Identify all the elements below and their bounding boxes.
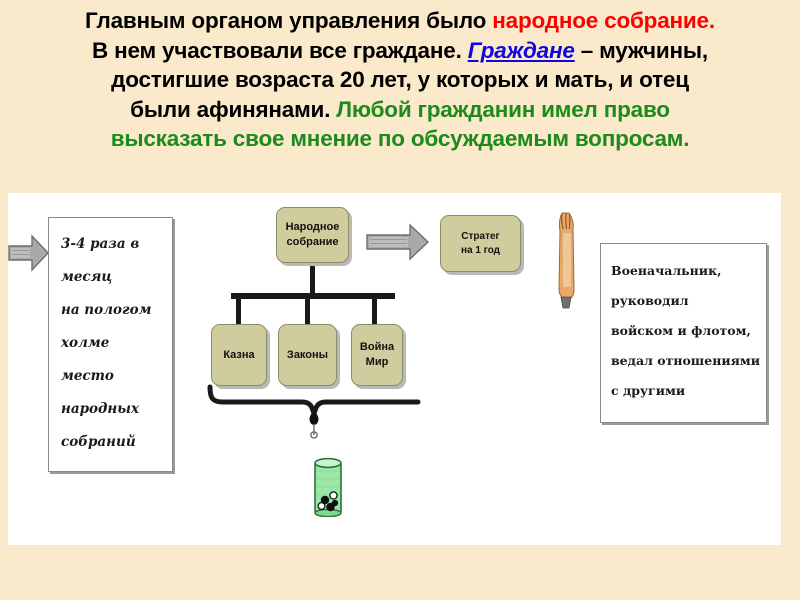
node-strategos[interactable]: Стратег на 1 год (440, 215, 521, 272)
connector-stub-war (372, 297, 377, 325)
header-seg: Главным органом управления было (85, 8, 493, 33)
node-label: Мир (365, 356, 389, 368)
node-laws[interactable]: Законы (278, 324, 337, 386)
strategos-duties-note: Военачальник, руководил войском и флотом… (600, 243, 767, 423)
arrow-to-schedule-note-icon (8, 234, 49, 272)
header-line-2: В нем участвовали все граждане. Граждане… (10, 36, 790, 66)
note-line: холме (61, 335, 110, 351)
lesson-text-block: Главным органом управления было народное… (0, 0, 800, 180)
connector-stub-laws (305, 297, 310, 325)
node-label: Стратег (461, 230, 500, 242)
note-line: 3-4 раза в (61, 236, 140, 252)
node-war-and-peace[interactable]: Война Мир (351, 324, 403, 386)
header-line-4: были афинянами. Любой гражданин имел пра… (10, 95, 790, 125)
arrow-to-strategos-icon (366, 223, 430, 261)
header-line-3: достигшие возраста 20 лет, у которых и м… (10, 65, 790, 95)
note-line: руководил (611, 293, 689, 308)
header-line-1: Главным органом управления было народное… (10, 6, 790, 36)
voting-urn-icon (314, 457, 342, 517)
note-line: на пологом (61, 302, 152, 318)
note-line: собраний (61, 434, 136, 450)
assembly-schedule-note: 3-4 раза в месяц на пологом холме место … (48, 217, 173, 472)
header-seg: достигшие возраста 20 лет, у которых и м… (111, 67, 689, 92)
node-treasury[interactable]: Казна (211, 324, 267, 386)
node-label: собрание (286, 236, 339, 248)
header-term-citizens: Граждане (467, 37, 575, 63)
note-line: народных (61, 401, 140, 417)
header-seg-highlight-green: высказать свое мнение по обсуждаемым воп… (110, 126, 690, 151)
note-line: месяц (61, 269, 113, 285)
diagram-canvas: 3-4 раза в месяц на пологом холме место … (8, 193, 781, 545)
node-label: Народное (285, 221, 340, 233)
header-line-5: высказать свое мнение по обсуждаемым воп… (10, 124, 790, 154)
note-line: войском и флотом, (611, 323, 751, 338)
header-seg: В нем участвовали все граждане. (92, 37, 468, 63)
header-seg: были афинянами. (130, 96, 337, 122)
brace-connector (207, 384, 421, 439)
connector-horizontal-bus (231, 293, 395, 299)
note-line: ведал отношениями (611, 353, 760, 368)
header-seg-highlight-red: народное собрание. (492, 8, 715, 33)
raised-hand-icon (558, 212, 575, 309)
node-label: Война (359, 341, 395, 353)
note-line: с другими (611, 383, 686, 398)
note-line: место (61, 368, 114, 384)
node-assembly[interactable]: Народное собрание (276, 207, 349, 263)
connector-assembly-down (310, 261, 315, 295)
node-label: на 1 год (460, 244, 501, 256)
note-line: Военачальник, (611, 263, 722, 278)
node-label: Законы (286, 348, 329, 361)
header-seg-highlight-green: Любой гражданин имел право (336, 96, 670, 122)
connector-stub-treasury (236, 297, 241, 325)
node-label: Казна (223, 348, 255, 361)
header-seg: – мужчины, (574, 37, 708, 63)
